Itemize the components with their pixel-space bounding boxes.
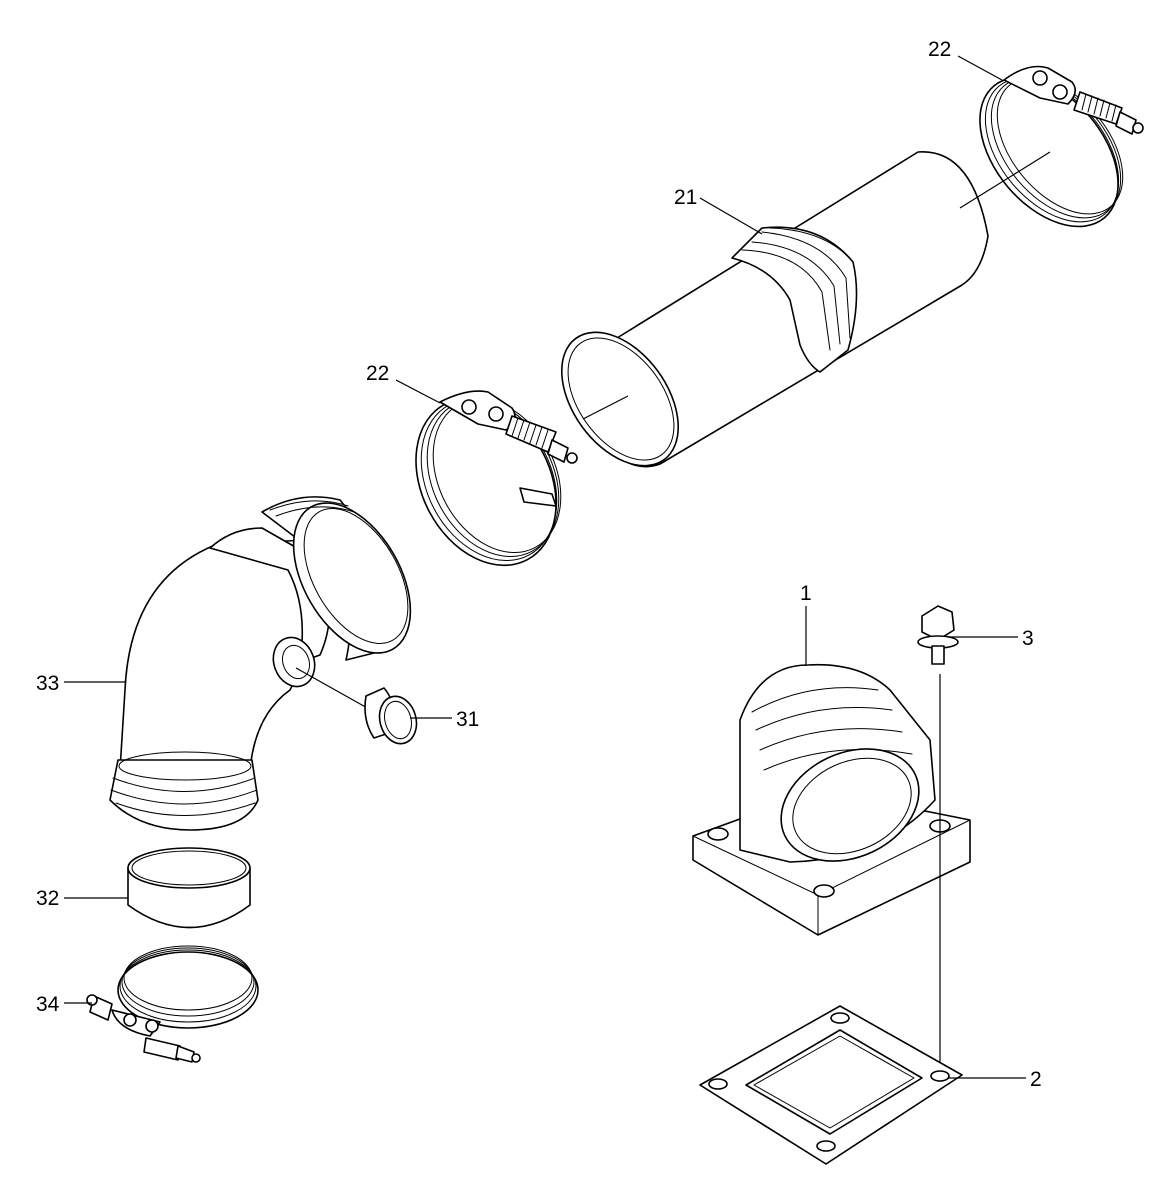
leader-lines (64, 55, 1026, 1079)
callout-labels: 22 21 22 1 3 33 31 32 34 2 (36, 38, 1042, 1091)
part-22-clamp-middle (415, 390, 578, 567)
callout-31: 31 (456, 708, 479, 731)
part-34-clamp (86, 945, 259, 1063)
callout-22-middle: 22 (366, 362, 389, 385)
callout-34: 34 (36, 993, 60, 1016)
callout-1: 1 (800, 582, 812, 605)
callout-32: 32 (36, 887, 59, 910)
part-1-flange-elbow (692, 663, 971, 936)
callout-33: 33 (36, 672, 59, 695)
callout-21: 21 (674, 186, 697, 209)
callout-3: 3 (1022, 627, 1034, 650)
part-3-bolt (917, 605, 959, 1078)
part-32-ring (127, 847, 251, 929)
part-31-plug (364, 687, 418, 745)
part-33-elbow (109, 496, 412, 831)
part-2-gasket (699, 1005, 963, 1165)
part-21-hose (560, 151, 989, 468)
callout-22-upper: 22 (928, 38, 951, 61)
part-22-clamp-upper (959, 65, 1144, 228)
callout-2: 2 (1030, 1068, 1042, 1091)
